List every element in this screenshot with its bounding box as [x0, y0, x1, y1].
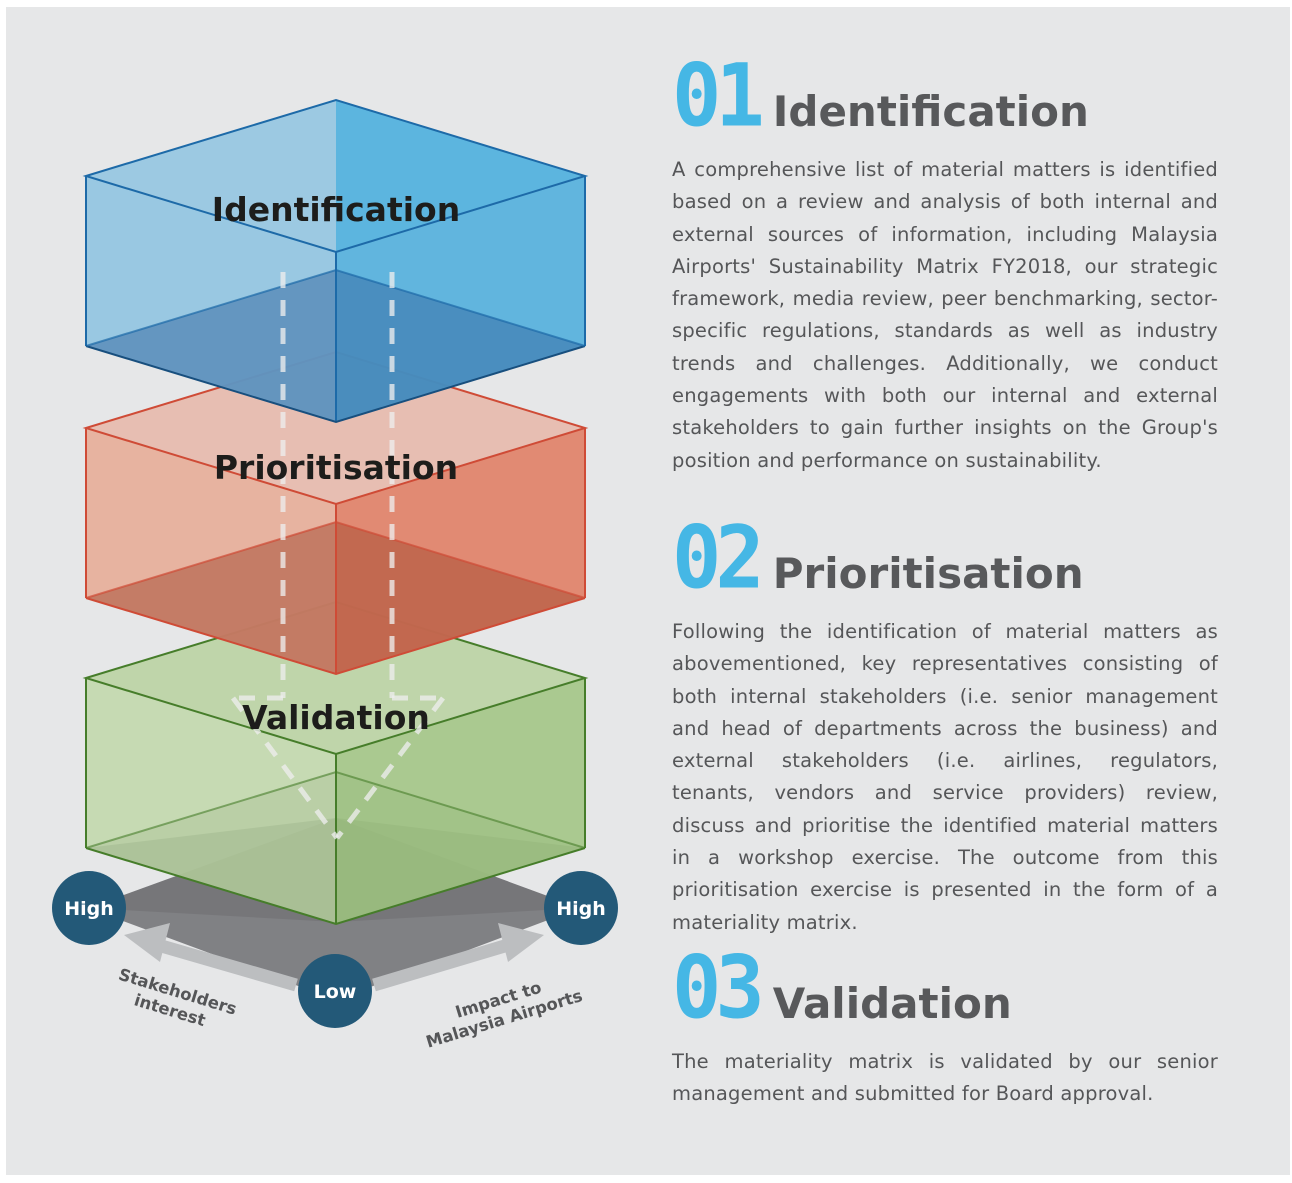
- step-description: A comprehensive list of material matters…: [672, 158, 1218, 472]
- identification-layer: [82, 98, 589, 424]
- low-origin-label: Low: [314, 981, 357, 1003]
- step-validation: 03 Validation The materiality matrix is …: [672, 945, 1218, 1111]
- step-title: Identification: [772, 87, 1089, 136]
- layer-label-prioritisation: Prioritisation: [214, 448, 458, 487]
- layer-label-identification: Identification: [212, 190, 460, 229]
- materiality-process-diagram: Identification Prioritisation Validation…: [52, 98, 618, 1052]
- high-right-marker: High: [544, 871, 618, 945]
- stakeholders-interest-label: Stakeholders interest: [116, 965, 239, 1030]
- step-title: Prioritisation: [772, 549, 1084, 598]
- step-heading: 01 Identification: [672, 53, 1218, 140]
- step-number: 03: [672, 938, 765, 1039]
- step-title: Validation: [772, 979, 1012, 1028]
- high-left-label: High: [64, 898, 114, 920]
- low-origin-marker: Low: [298, 954, 372, 1028]
- high-right-label: High: [556, 898, 606, 920]
- impact-arrow: [372, 923, 544, 992]
- impact-label: Impact to Malaysia Airports: [424, 978, 585, 1052]
- step-number: 02: [672, 508, 765, 609]
- step-heading: 02 Prioritisation: [672, 515, 1218, 602]
- stakeholders-interest-arrow: [124, 923, 298, 992]
- validation-layer: [82, 600, 589, 926]
- layer-label-validation: Validation: [242, 698, 430, 737]
- high-left-marker: High: [52, 871, 126, 945]
- step-description: Following the identification of material…: [672, 620, 1218, 934]
- prioritisation-layer: [82, 350, 589, 676]
- funnel-dashed-arrow: [230, 272, 445, 840]
- step-heading: 03 Validation: [672, 945, 1218, 1032]
- step-prioritisation: 02 Prioritisation Following the identifi…: [672, 515, 1218, 939]
- step-number: 01: [672, 46, 765, 147]
- step-description: The materiality matrix is validated by o…: [672, 1050, 1218, 1106]
- step-identification: 01 Identification A comprehensive list o…: [672, 53, 1218, 477]
